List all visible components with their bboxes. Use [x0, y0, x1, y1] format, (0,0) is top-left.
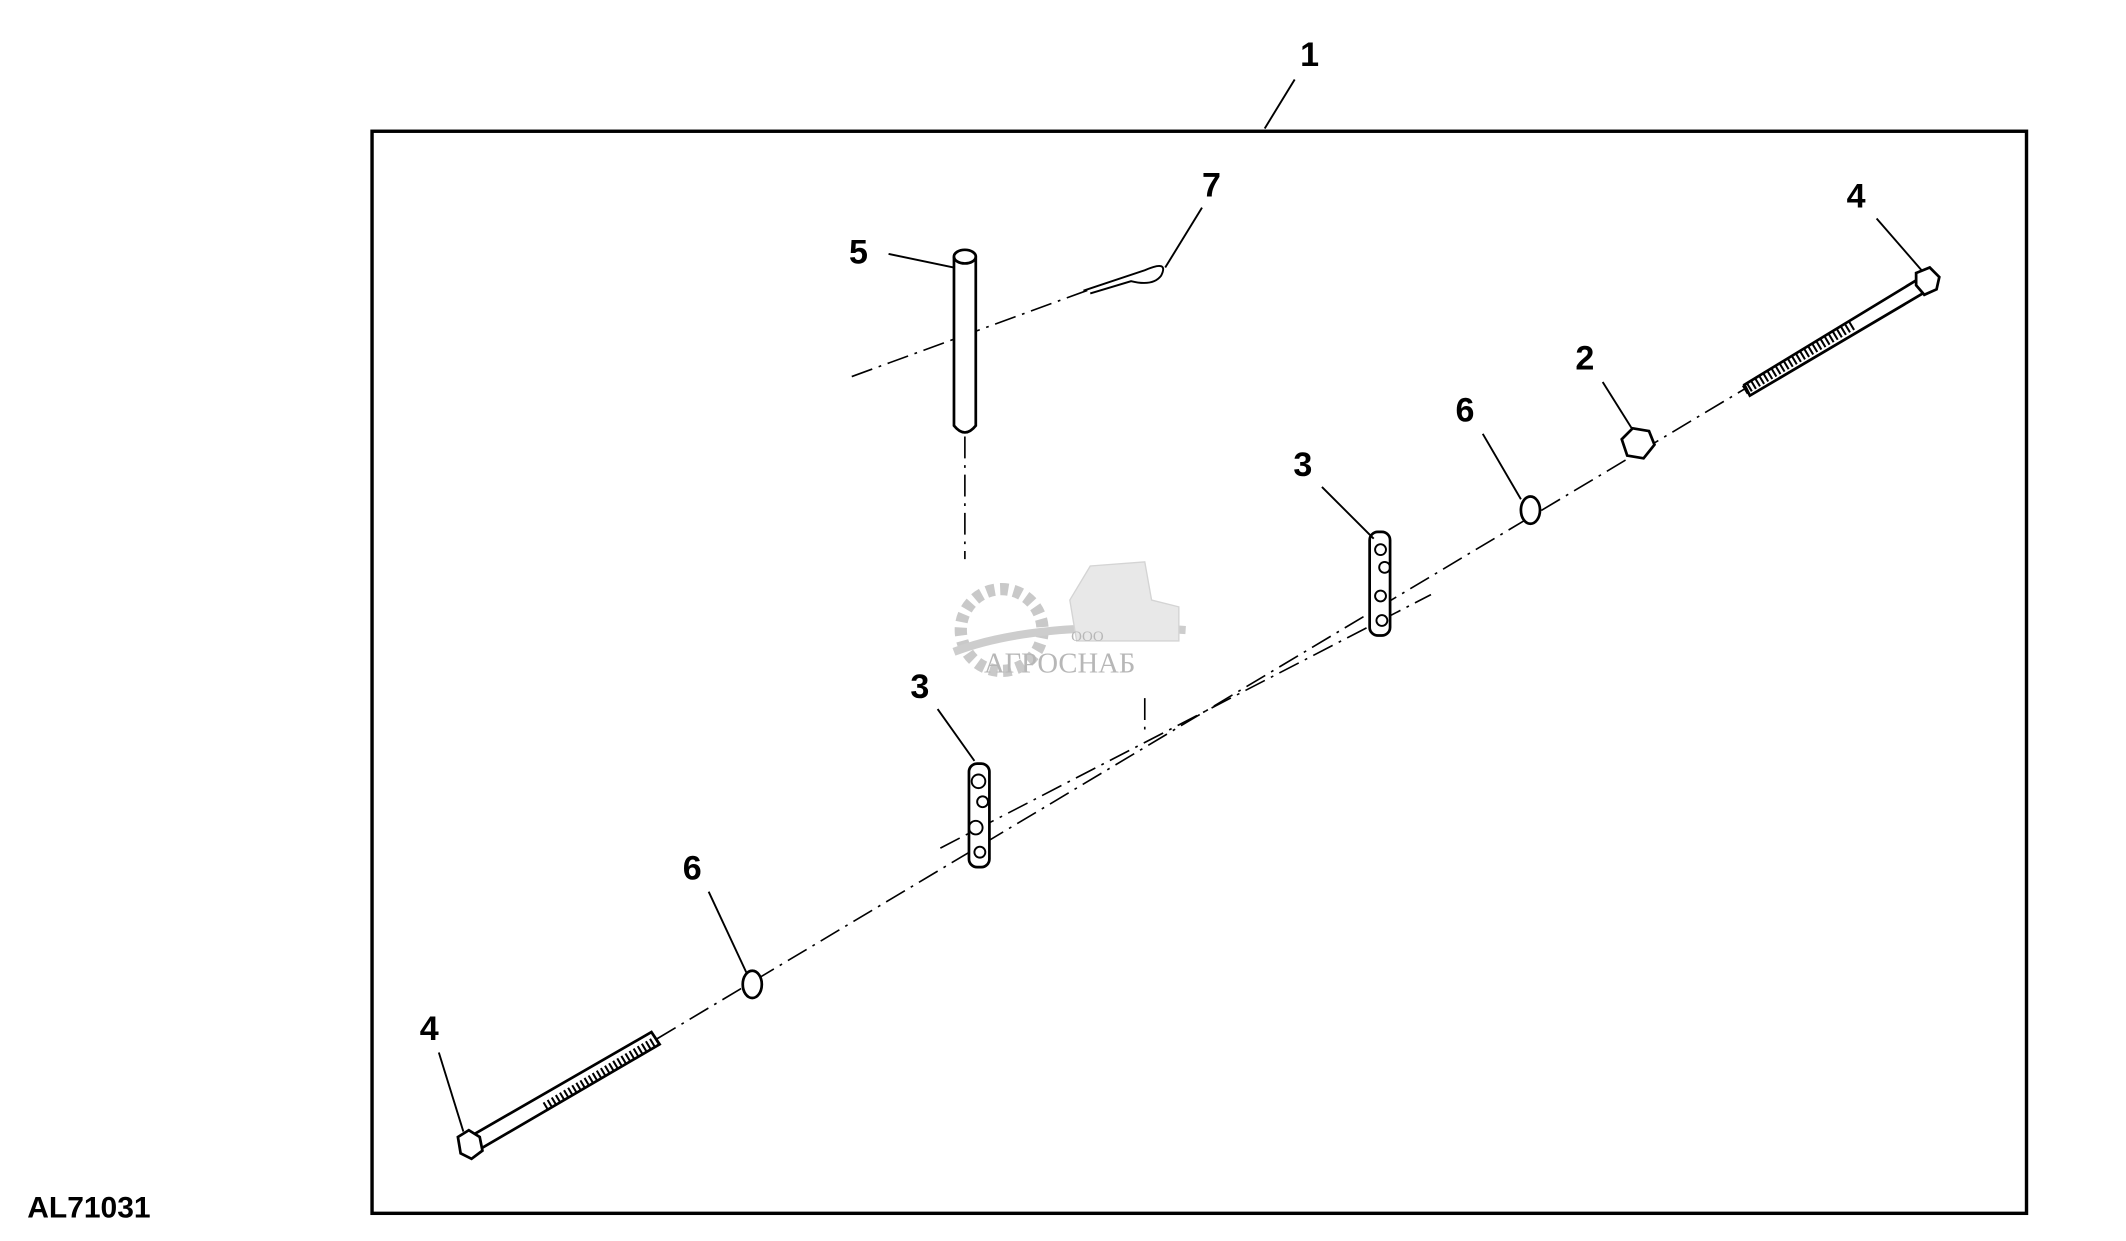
washer-upper-part	[1519, 495, 1542, 526]
washer-lower-part	[741, 969, 764, 1000]
clip-part	[1083, 264, 1165, 295]
leader-lines	[437, 78, 1923, 1132]
pin-part	[952, 248, 978, 434]
bolt-right-part	[1741, 265, 1941, 398]
callout-5-pin: 5	[849, 233, 868, 271]
callout-3-plate-lower: 3	[910, 668, 929, 706]
callout-1-kit: 1	[1300, 36, 1319, 74]
callout-4-bolt-right: 4	[1847, 178, 1866, 216]
callout-7-clip: 7	[1202, 167, 1221, 205]
watermark-prefix: ООО	[1071, 629, 1104, 645]
nut-part	[1620, 426, 1657, 460]
callout-2-nut: 2	[1575, 340, 1594, 378]
plate-upper-part	[1368, 530, 1392, 637]
callout-6-washer-upper: 6	[1455, 392, 1474, 430]
callout-4-bolt-left: 4	[420, 1010, 439, 1048]
watermark-logo: ООО АГРОСНАБ	[952, 561, 1186, 679]
callout-3-plate-upper: 3	[1293, 446, 1312, 484]
kit-frame	[370, 129, 2029, 1216]
watermark-name: АГРОСНАБ	[984, 648, 1135, 679]
bolt-left-part	[456, 1030, 662, 1161]
figure-id: AL71031	[27, 1191, 150, 1224]
center-line-main	[656, 386, 1748, 1040]
center-line-secondary	[939, 593, 1432, 849]
plate-lower-part	[967, 762, 991, 869]
callout-6-washer-lower: 6	[683, 849, 702, 887]
